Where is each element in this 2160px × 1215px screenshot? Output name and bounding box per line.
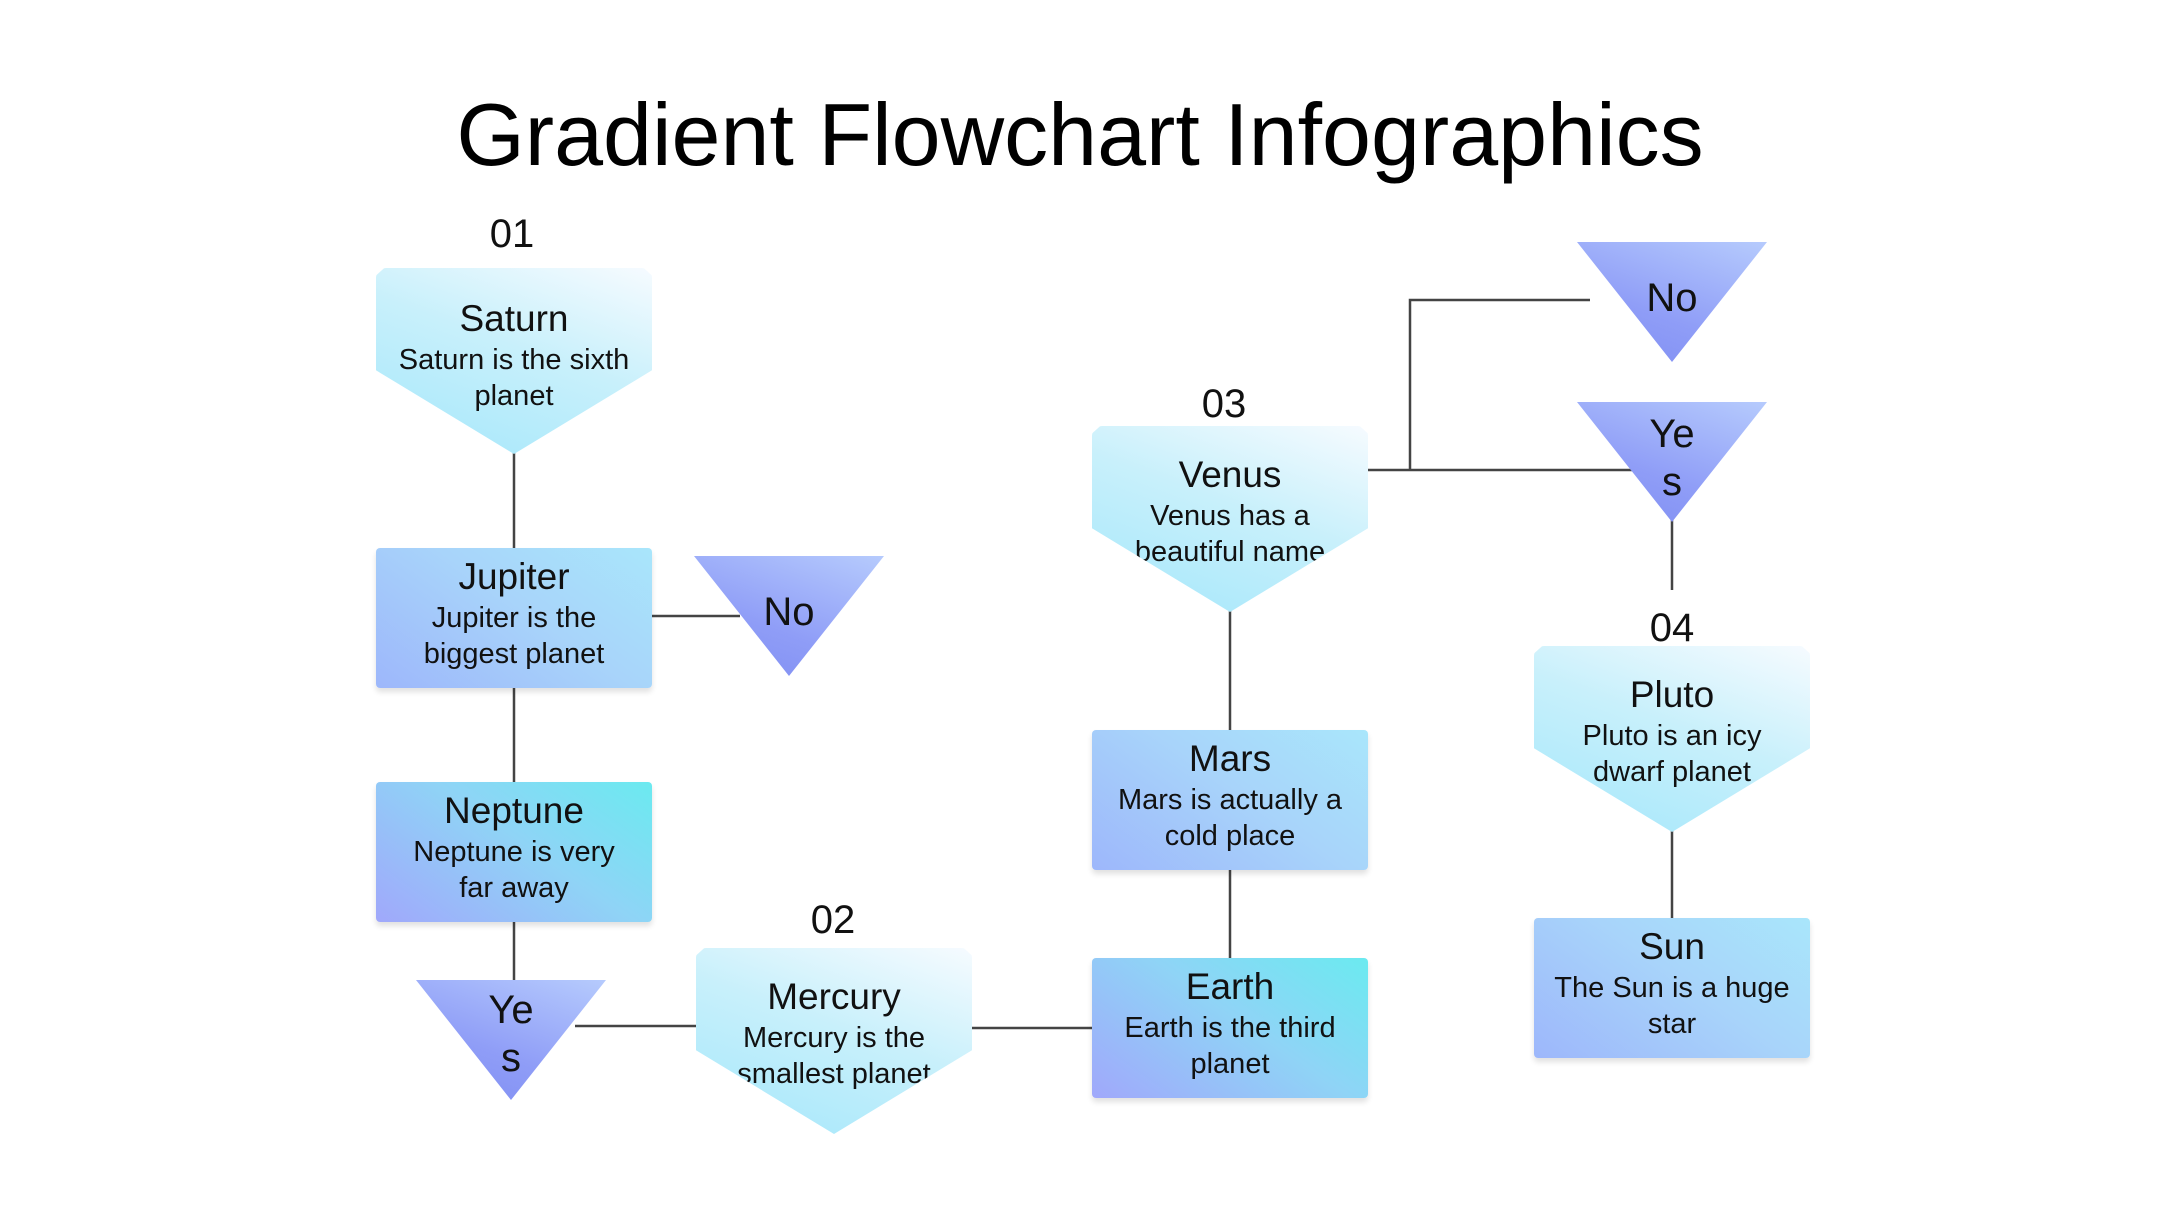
node-mars-desc-line1: Mars is actually a (1117, 784, 1342, 816)
node-earth-desc-line2: planet (1190, 1048, 1270, 1080)
node-saturn-title: Saturn (459, 298, 569, 339)
step-number-04: 04 (1649, 606, 1695, 650)
node-pluto-desc-line2: dwarf planet (1593, 756, 1751, 788)
node-neptune-title: Neptune (444, 790, 584, 831)
node-sun-desc-line2: star (1647, 1008, 1697, 1040)
decision-neptune-yes-label-line1: Ye (488, 988, 534, 1032)
node-mars: Mars Mars is actually a cold place (1092, 730, 1368, 870)
step-number-01: 01 (489, 212, 535, 256)
node-sun-title: Sun (1639, 926, 1705, 967)
decision-venus-yes-label-line1: Ye (1649, 412, 1695, 456)
node-mercury-title: Mercury (767, 976, 901, 1017)
node-venus-desc-line1: Venus has a (1150, 500, 1310, 532)
node-pluto-desc-line1: Pluto is an icy (1582, 720, 1762, 752)
node-neptune-desc-line1: Neptune is very (413, 836, 615, 868)
node-earth-desc-line1: Earth is the third (1124, 1012, 1336, 1044)
page-title: Gradient Flowchart Infographics (456, 85, 1704, 184)
decision-venus-yes-label-line2: s (1662, 460, 1682, 504)
node-earth: Earth Earth is the third planet (1092, 958, 1368, 1098)
node-jupiter-desc-line2: biggest planet (423, 638, 605, 670)
node-saturn-desc-line1: Saturn is the sixth (398, 344, 630, 376)
node-venus-desc-line2: beautiful name (1134, 536, 1326, 568)
node-neptune: Neptune Neptune is very far away (376, 782, 652, 922)
connector-venus-no (1408, 298, 1590, 470)
node-jupiter-desc-line1: Jupiter is the (431, 602, 597, 634)
node-mars-desc-line2: cold place (1164, 820, 1296, 852)
step-number-03: 03 (1201, 382, 1247, 426)
node-venus-title: Venus (1178, 454, 1282, 495)
node-saturn-desc-line2: planet (474, 380, 554, 412)
decision-venus-no-label: No (1646, 276, 1698, 320)
decision-neptune-yes-label-line2: s (501, 1036, 521, 1080)
decision-jupiter-no-label: No (763, 590, 815, 634)
node-mercury-desc-line2: smallest planet (737, 1058, 931, 1090)
node-neptune-desc-line2: far away (459, 872, 569, 904)
node-mercury-desc-line1: Mercury is the (742, 1022, 926, 1054)
node-jupiter-title: Jupiter (458, 556, 570, 597)
node-pluto-title: Pluto (1629, 674, 1715, 715)
node-jupiter: Jupiter Jupiter is the biggest planet (376, 548, 652, 688)
node-earth-title: Earth (1185, 966, 1275, 1007)
node-mars-title: Mars (1188, 738, 1272, 779)
node-sun-desc-line1: The Sun is a huge (1554, 972, 1790, 1004)
step-number-02: 02 (810, 898, 856, 942)
node-sun: Sun The Sun is a huge star (1534, 918, 1810, 1058)
